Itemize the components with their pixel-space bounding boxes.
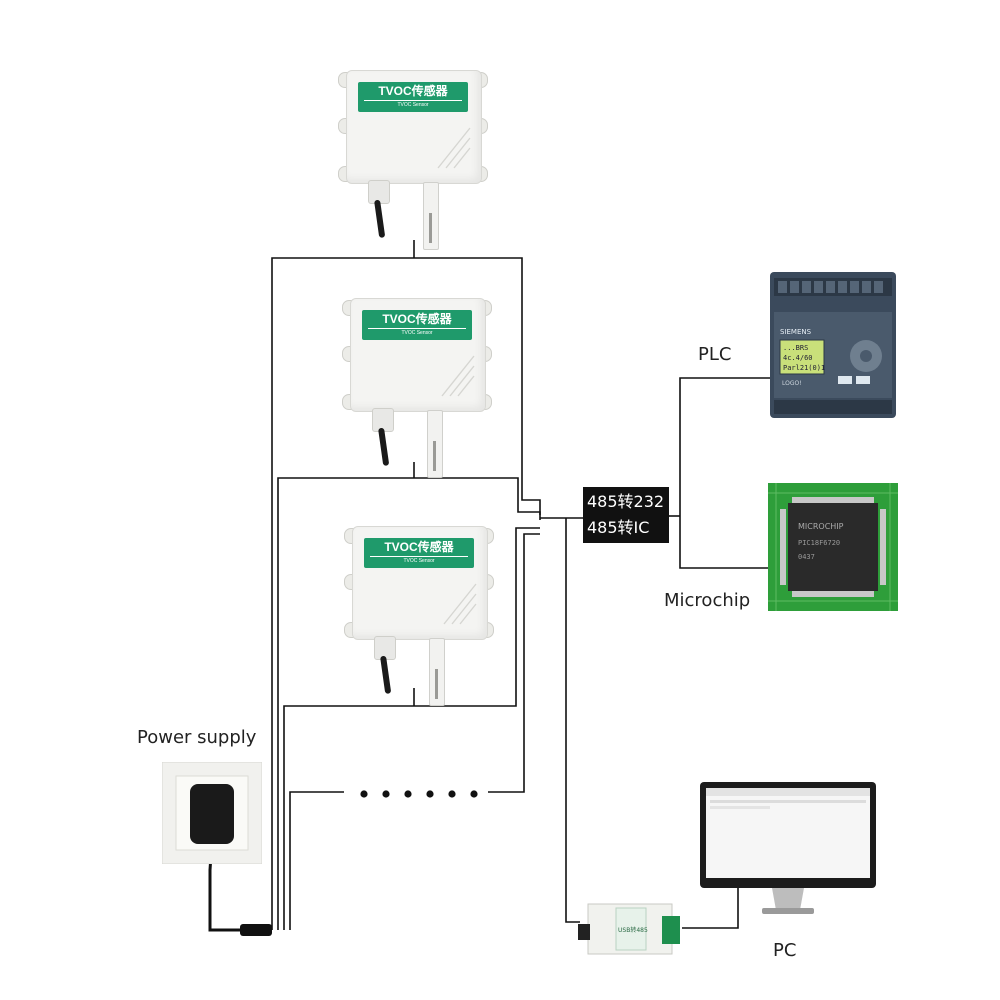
sensor-probe — [429, 638, 445, 706]
bus-sensor2 — [277, 477, 541, 930]
svg-text:Parl21(0)1: Parl21(0)1 — [783, 364, 825, 372]
microchip-device: MICROCHIP PIC18F6720 0437 — [768, 483, 898, 611]
tvoc-sensor-1: TVOC传感器 TVOC Sensor — [338, 70, 488, 260]
usb-485-converter: USB转485 — [578, 903, 680, 955]
power-plug — [240, 924, 272, 936]
sensor-label: TVOC传感器 TVOC Sensor — [358, 82, 468, 112]
converter-line-1: 485转232 — [587, 492, 665, 511]
usb-to-pc — [682, 888, 739, 929]
pc-label: PC — [773, 940, 797, 961]
bus-sensor3 — [283, 527, 540, 930]
sensor-label: TVOC传感器 TVOC Sensor — [364, 538, 474, 568]
sensor-subtitle: TVOC Sensor — [364, 100, 462, 109]
sensor-probe — [427, 410, 443, 478]
sensor-title: TVOC传感器 — [382, 312, 452, 326]
tvoc-sensor-2: TVOC传感器 TVOC Sensor — [342, 298, 492, 488]
sensor-cable — [380, 655, 392, 695]
tvoc-sensor-3: TVOC传感器 TVOC Sensor — [344, 526, 494, 716]
plc-label: PLC — [698, 344, 732, 365]
sensor-label: TVOC传感器 TVOC Sensor — [362, 310, 472, 340]
svg-text:4c.4/60: 4c.4/60 — [783, 354, 813, 362]
sensor-cable — [374, 199, 386, 239]
pc-monitor — [700, 782, 876, 914]
sensor-title: TVOC传感器 — [378, 84, 448, 98]
svg-text:...BRS: ...BRS — [783, 344, 808, 352]
power-supply-device — [162, 762, 262, 864]
bus-to-usb — [565, 518, 580, 923]
bus-more-left — [289, 791, 344, 930]
vent-grill — [441, 355, 475, 397]
continuation-dots — [360, 790, 478, 798]
svg-text:0437: 0437 — [798, 553, 815, 561]
vent-grill — [443, 583, 477, 625]
svg-text:PIC18F6720: PIC18F6720 — [798, 539, 840, 547]
bus-more-right — [488, 533, 540, 793]
svg-text:MICROCHIP: MICROCHIP — [798, 522, 844, 531]
converter-line-2: 485转IC — [587, 518, 650, 537]
power-supply-label: Power supply — [137, 727, 257, 748]
bus-sensor1 — [271, 257, 541, 930]
svg-text:LOGO!: LOGO! — [782, 380, 802, 387]
protocol-converter: 485转232 485转IC — [583, 487, 669, 543]
sensor-title: TVOC传感器 — [384, 540, 454, 554]
sensor-cable — [378, 427, 390, 467]
vent-grill — [437, 127, 471, 169]
svg-text:USB转485: USB转485 — [618, 926, 648, 934]
svg-text:SIEMENS: SIEMENS — [780, 328, 812, 336]
plc-chip-branch — [679, 377, 770, 569]
microchip-label: Microchip — [664, 590, 751, 611]
plc-device: SIEMENS ...BRS 4c.4/60 Parl21(0)1 LOGO! — [770, 272, 896, 418]
sensor-subtitle: TVOC Sensor — [370, 556, 468, 565]
sensor-probe — [423, 182, 439, 250]
sensor-subtitle: TVOC Sensor — [368, 328, 466, 337]
